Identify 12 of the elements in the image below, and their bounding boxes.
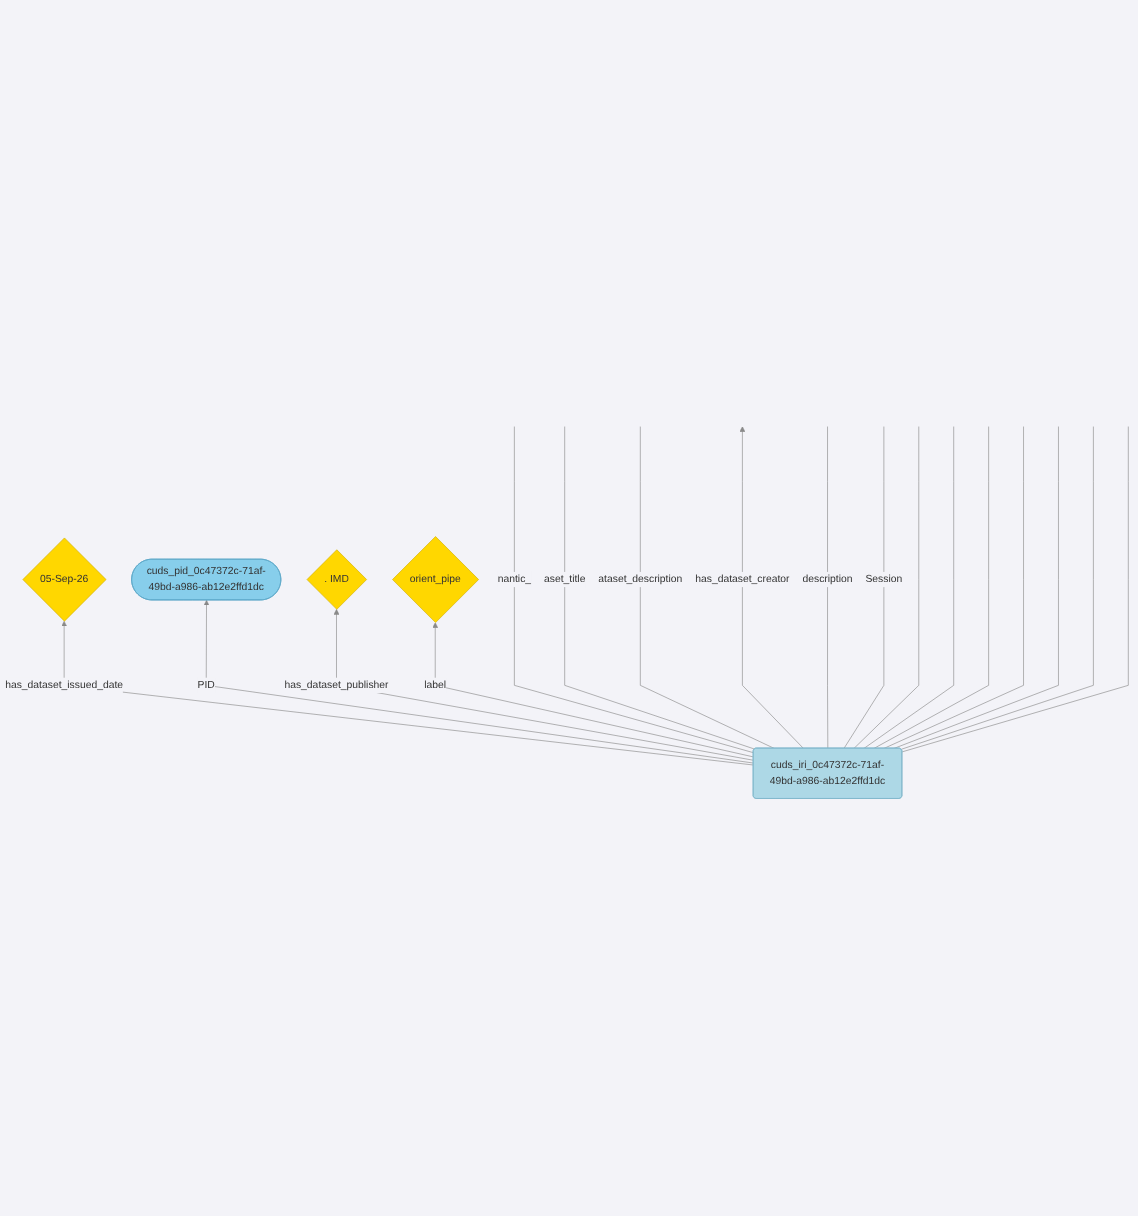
connector-line xyxy=(564,426,755,750)
connector-line xyxy=(901,426,1129,753)
connector-line xyxy=(873,426,989,749)
connector-line xyxy=(843,426,885,749)
connector-line xyxy=(640,426,775,749)
connector-line xyxy=(900,426,1094,750)
connector-line xyxy=(893,426,1059,749)
connector-line xyxy=(827,426,829,749)
connector-line xyxy=(883,426,1024,749)
connector-line xyxy=(853,426,920,749)
connector-line xyxy=(514,426,754,754)
connector-line xyxy=(863,426,955,749)
